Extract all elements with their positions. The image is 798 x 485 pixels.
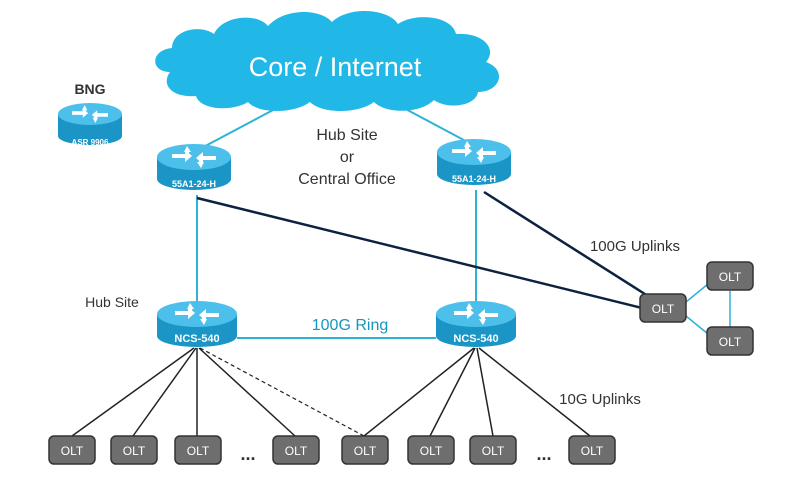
olt-label: OLT [719,270,742,284]
hub-office-line3: Central Office [298,171,396,188]
olt-node: OLT [272,435,320,465]
link-10g-left-4 [198,347,296,437]
olt-label: OLT [482,444,505,458]
agg-router-right-label: NCS-540 [453,333,498,345]
hub-office-label: Hub Site or Central Office [298,127,396,188]
hub-site-label: Hub Site [85,294,139,310]
link-10g-right-1 [363,347,475,437]
link-10g-right-4 [478,347,591,437]
olt-label: OLT [61,444,84,458]
hub-office-line2: or [340,149,355,166]
olt-node: OLT [341,435,389,465]
olt-node: OLT [174,435,222,465]
olt-label: OLT [187,444,210,458]
olt-node: OLT [407,435,455,465]
link-olt-ring-top [685,283,709,303]
olt-node: OLT [48,435,96,465]
olt-label: OLT [719,335,742,349]
olt-label: OLT [285,444,308,458]
link-10g-right-2 [429,347,476,437]
link-100g-uplink-right [483,190,649,298]
link-10g-right-3 [476,347,494,437]
core-router-left-label: 55A1-24-H [172,179,216,189]
olt-node: OLT [469,435,517,465]
olt-node: OLT [706,326,754,356]
olt-label: OLT [581,444,604,458]
link-100g-uplink-left [196,196,643,310]
cloud-label: Core / Internet [249,52,422,82]
olt-label: OLT [652,302,675,316]
ring-label: 100G Ring [312,317,389,334]
ellipsis-right: ... [536,444,551,464]
olt-label: OLT [420,444,443,458]
core-internet-cloud: Core / Internet [155,10,500,111]
olt-node: OLT [706,261,754,291]
link-10g-left-dashed [199,347,365,437]
link-olt-ring-bottom [685,315,709,335]
agg-router-right: NCS-540 [436,301,516,347]
olt-node: OLT [639,293,687,323]
link-10g-left-1 [71,347,195,437]
link-10g-left-2 [132,347,197,437]
olt-node: OLT [110,435,158,465]
olt-cluster-right: OLT OLT OLT [639,261,754,356]
uplinks-10g-label: 10G Uplinks [559,391,641,408]
bng-title: BNG [74,81,105,97]
links [71,97,731,437]
uplinks-100g-label: 100G Uplinks [590,238,680,255]
olt-node: OLT [568,435,616,465]
core-router-right: 55A1-24-H [437,139,511,185]
hub-office-line1: Hub Site [316,127,377,144]
core-router-left: 55A1-24-H [157,144,231,190]
bng-router-label: ASR 9906 [72,138,109,147]
agg-router-left-label: NCS-540 [174,333,219,345]
olt-label: OLT [354,444,377,458]
ellipsis-left: ... [240,444,255,464]
core-router-right-label: 55A1-24-H [452,174,496,184]
olt-label: OLT [123,444,146,458]
agg-router-left: NCS-540 [157,301,237,347]
bng-router-icon: ASR 9906 [58,103,122,147]
olt-row-bottom: OLT OLT OLT ... OLT OLT OLT OLT ... [48,435,616,465]
